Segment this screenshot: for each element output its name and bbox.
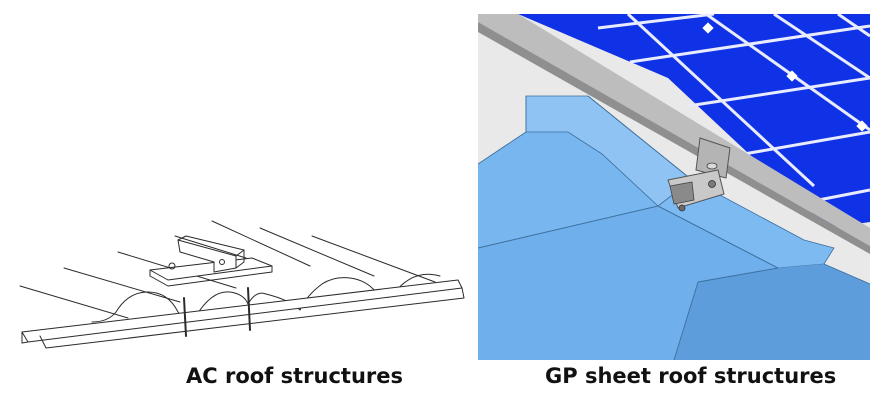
hook-bolt xyxy=(247,287,251,331)
clamp-nut xyxy=(706,162,718,170)
panel-frame-shadow xyxy=(478,22,870,254)
ridge-line xyxy=(63,267,181,303)
corrugated-edge xyxy=(91,273,441,323)
ridge-line xyxy=(311,235,436,283)
clamp-slot xyxy=(669,181,695,205)
ridge-line xyxy=(259,227,375,277)
purlin-lower-flange xyxy=(39,287,465,349)
ac-roof-drawing xyxy=(19,220,465,349)
sheet-lower xyxy=(674,264,870,360)
rail-bracket-top xyxy=(177,235,245,257)
ridge-line xyxy=(211,220,311,267)
clamp-bolt xyxy=(708,180,716,188)
rail-bracket-side xyxy=(235,249,245,269)
panel-frame xyxy=(478,14,870,246)
mount-base-plate-edge xyxy=(149,265,273,287)
purlin-edge xyxy=(21,341,29,344)
caption-gp-sheet-roof: GP sheet roof structures xyxy=(545,364,837,388)
mounting-clamp xyxy=(667,137,731,212)
gp-sheet-roof-drawing xyxy=(478,14,870,360)
solar-cell-gaps xyxy=(597,14,870,206)
caption-ac-roof: AC roof structures xyxy=(186,364,404,388)
sheet-trough xyxy=(478,132,658,248)
clamp-bolt xyxy=(678,204,686,212)
purlin xyxy=(21,279,463,343)
bolt-head xyxy=(168,262,176,270)
sheet-fold-lines xyxy=(478,95,870,360)
ridge-line xyxy=(174,235,247,259)
bolt-head xyxy=(219,259,225,265)
ridge-line xyxy=(19,285,129,319)
gp-sheet-roof-illustration xyxy=(478,14,870,360)
gp-sheet xyxy=(478,95,870,360)
hook-bolt xyxy=(183,297,187,337)
ac-roof-illustration xyxy=(0,0,470,360)
clamp-upright xyxy=(695,137,731,179)
sheet-front xyxy=(478,206,778,360)
